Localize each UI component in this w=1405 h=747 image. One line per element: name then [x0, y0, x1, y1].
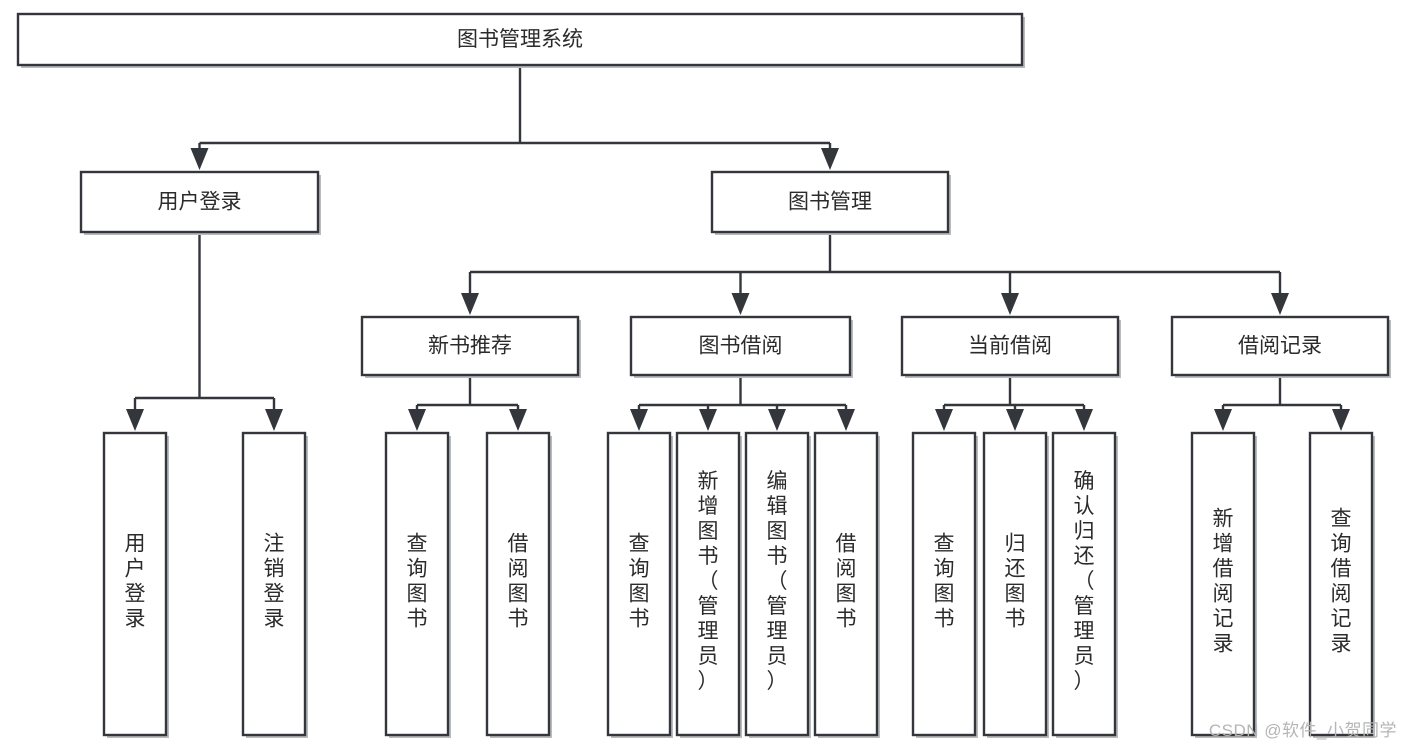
- node-label: 查询图书: [629, 533, 650, 631]
- node-book-borrow[interactable]: 图书借阅: [629, 315, 853, 378]
- node-box: [1308, 431, 1374, 737]
- current-borrow-to-leaves-arrow-icon: [1075, 409, 1093, 431]
- node-label: 归还图书: [1005, 533, 1026, 631]
- node-box: [384, 431, 450, 737]
- node-label: 查询图书: [934, 533, 955, 631]
- node-leaf-query-book-bor[interactable]: 查询图书: [606, 431, 673, 738]
- node-label: 注销登录: [264, 533, 285, 631]
- user-login-to-leaves-arrow-icon: [126, 409, 144, 431]
- node-root[interactable]: 图书管理系统: [16, 12, 1025, 68]
- node-leaf-user-login[interactable]: 用户登录: [102, 431, 169, 738]
- current-borrow-to-leaves-arrow-icon: [1006, 409, 1024, 431]
- node-label: 查询借阅记录: [1331, 508, 1352, 656]
- node-label: 借阅图书: [508, 533, 529, 631]
- book-borrow-to-leaves-arrow-icon: [699, 409, 717, 431]
- node-box: [900, 315, 1120, 377]
- node-label: 新增图书（管理员）: [698, 470, 719, 693]
- node-label: 图书管理: [788, 191, 872, 214]
- node-leaf-return-book[interactable]: 归还图书: [982, 431, 1049, 738]
- node-label: 图书借阅: [699, 335, 783, 358]
- node-box: [1170, 315, 1390, 377]
- node-box: [982, 431, 1048, 737]
- node-leaf-query-record[interactable]: 查询借阅记录: [1308, 431, 1375, 738]
- root-to-level2-arrow-icon: [821, 148, 839, 170]
- node-box: [1190, 431, 1256, 737]
- node-leaf-borrow-book-rec[interactable]: 借阅图书: [485, 431, 552, 738]
- bookmanage-to-level3-arrow-icon: [731, 293, 750, 315]
- node-book-manage[interactable]: 图书管理: [710, 170, 951, 235]
- node-box: [744, 431, 810, 737]
- node-user-login[interactable]: 用户登录: [79, 170, 321, 235]
- node-current-borrow[interactable]: 当前借阅: [900, 315, 1121, 378]
- node-leaf-borrow-book-bor[interactable]: 借阅图书: [813, 431, 880, 738]
- node-box: [675, 431, 741, 737]
- book-borrow-to-leaves-arrow-icon: [837, 409, 855, 431]
- node-label: 新增借阅记录: [1213, 508, 1234, 656]
- node-leaf-add-book[interactable]: 新增图书（管理员）: [675, 431, 742, 738]
- current-borrow-to-leaves-arrow-icon: [935, 409, 953, 431]
- node-label: 编辑图书（管理员）: [767, 470, 788, 693]
- node-box: [911, 431, 977, 737]
- node-box: [360, 315, 580, 377]
- node-box: [629, 315, 852, 377]
- node-label: 查询图书: [407, 533, 428, 631]
- root-to-level2-arrow-icon: [190, 148, 209, 170]
- new-book-recommend-to-leaves-arrow-icon: [509, 409, 527, 431]
- node-label: 用户登录: [158, 191, 242, 214]
- node-box: [485, 431, 551, 737]
- node-layer: 图书管理系统用户登录图书管理新书推荐图书借阅当前借阅借阅记录用户登录注销登录查询…: [16, 12, 1391, 738]
- node-leaf-add-record[interactable]: 新增借阅记录: [1190, 431, 1257, 738]
- node-box: [16, 12, 1024, 67]
- node-label: 图书管理系统: [457, 28, 583, 51]
- bookmanage-to-level3-arrow-icon: [461, 293, 479, 315]
- node-leaf-confirm-return[interactable]: 确认归还（管理员）: [1051, 431, 1118, 738]
- node-box: [102, 431, 168, 737]
- node-borrow-record[interactable]: 借阅记录: [1170, 315, 1391, 378]
- node-leaf-query-book-rec[interactable]: 查询图书: [384, 431, 451, 738]
- connector-layer: [126, 65, 1350, 431]
- node-box: [79, 170, 320, 234]
- node-leaf-logout[interactable]: 注销登录: [241, 431, 308, 738]
- bookmanage-to-level3-arrow-icon: [1001, 293, 1019, 315]
- bookmanage-to-level3-arrow-icon: [1271, 293, 1289, 315]
- node-label: 确认归还（管理员）: [1074, 470, 1095, 693]
- borrow-record-to-leaves-arrow-icon: [1332, 409, 1350, 431]
- node-label: 借阅记录: [1238, 335, 1322, 358]
- node-box: [813, 431, 879, 737]
- node-new-book-recommend[interactable]: 新书推荐: [360, 315, 581, 378]
- borrow-record-to-leaves-arrow-icon: [1214, 409, 1232, 431]
- user-login-to-leaves-arrow-icon: [265, 409, 283, 431]
- node-label: 当前借阅: [968, 335, 1052, 358]
- book-borrow-to-leaves-arrow-icon: [768, 409, 786, 431]
- node-leaf-edit-book[interactable]: 编辑图书（管理员）: [744, 431, 811, 738]
- node-label: 用户登录: [125, 533, 146, 631]
- node-label: 新书推荐: [428, 335, 512, 358]
- node-box: [606, 431, 672, 737]
- node-label: 借阅图书: [836, 533, 857, 631]
- node-leaf-query-book-cur[interactable]: 查询图书: [911, 431, 978, 738]
- node-box: [1051, 431, 1117, 737]
- book-borrow-to-leaves-arrow-icon: [630, 409, 648, 431]
- node-box: [241, 431, 307, 737]
- new-book-recommend-to-leaves-arrow-icon: [408, 409, 426, 431]
- node-box: [710, 170, 950, 234]
